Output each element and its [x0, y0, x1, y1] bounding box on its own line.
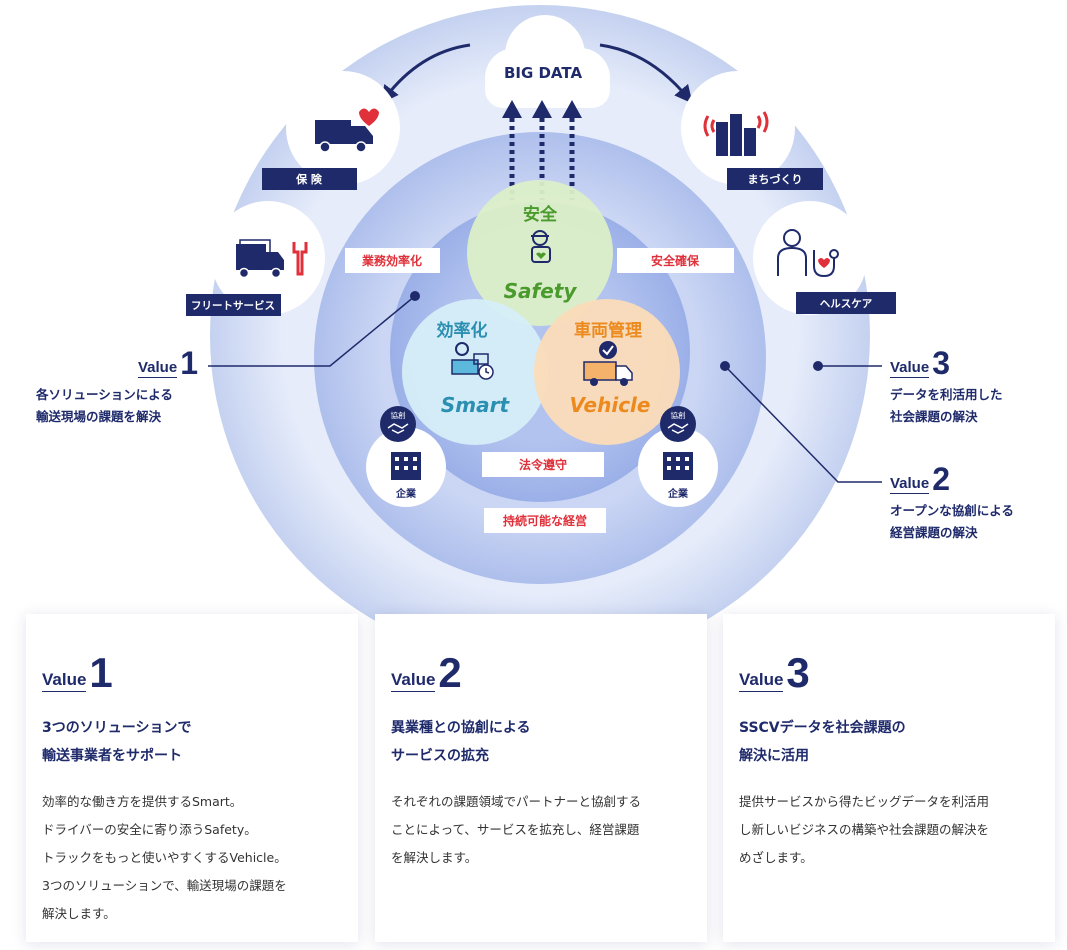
insurance-label-box: [262, 168, 357, 190]
value-number: 2: [438, 649, 462, 696]
handshake-icon: [387, 423, 409, 434]
healthcare-label-box: [796, 292, 896, 314]
safety-jp-label: 安全: [523, 204, 558, 225]
desc-line: データを利活用した: [890, 387, 1003, 402]
value-word: Value: [890, 475, 930, 494]
value-word: Value: [890, 359, 930, 378]
value-number: 3: [786, 649, 810, 696]
doctor-stethoscope-icon: [777, 229, 839, 278]
insurance-label: 保 険: [295, 172, 323, 186]
card-body: それぞれの課題領域でパートナーと協創する ことによって、サービスを拡充し、経営課…: [391, 794, 642, 865]
value-card-3: Value3 SSCVデータを社会課題の 解決に活用 提供サービスから得たビッグ…: [723, 614, 1055, 942]
tag-outer-bottom-box: [484, 508, 606, 533]
fleet-label-box: [186, 294, 281, 316]
truck-wrench-icon: [236, 239, 308, 279]
truck-heart-icon: [315, 108, 379, 153]
tag-bottom-box: [482, 452, 604, 477]
company-left-badge: 協創: [391, 410, 406, 420]
side-value-1-heading: Value1: [36, 345, 198, 381]
value-number: 1: [89, 649, 113, 696]
side-value-2-desc: オープンな協創による 経営課題の解決: [890, 500, 1014, 544]
worker-icon: [451, 342, 494, 380]
smart-jp-label: 効率化: [437, 320, 488, 341]
side-value-1-desc: 各ソリューションによる 輸送現場の課題を解決: [36, 384, 198, 428]
vehicle-jp-label: 車両管理: [574, 320, 642, 341]
smart-en-label: Smart: [441, 393, 511, 417]
card-body: 提供サービスから得たビッグデータを利活用 し新しいビジネスの構築や社会課題の解決…: [739, 794, 990, 865]
desc-line: 各ソリューションによる: [36, 387, 173, 402]
card-title: 3つのソリューションで 輸送事業者をサポート: [42, 720, 192, 764]
healthcare-circle: [753, 201, 867, 315]
card-title: SSCVデータを社会課題の 解決に活用: [739, 720, 906, 764]
company-left-badge-circle: [380, 406, 416, 442]
leader-line-value2: [720, 361, 882, 483]
card-heading: Value1: [42, 649, 342, 696]
tag-top-right-box: [617, 248, 734, 273]
value-word: Value: [42, 670, 87, 692]
side-value-1: Value1 各ソリューションによる 輸送現場の課題を解決: [36, 345, 198, 428]
side-value-2-heading: Value2: [890, 461, 1014, 497]
value-number: 2: [932, 461, 950, 497]
value-number: 1: [180, 345, 198, 381]
leader-line-value3: [813, 361, 882, 371]
healthcare-label: ヘルスケア: [820, 298, 873, 310]
data-upload-arrows: [502, 100, 582, 200]
side-value-3: Value3 データを利活用した 社会課題の解決: [890, 345, 1003, 428]
city-label: まちづくり: [748, 172, 803, 186]
tag-bottom: 法令遵守: [519, 457, 567, 472]
company-right-badge-circle: [660, 406, 696, 442]
safety-en-label: Safety: [504, 279, 578, 303]
smart-city-icon: [703, 111, 769, 156]
fleet-label: フリートサービス: [191, 299, 275, 312]
company-left-label: 企業: [395, 487, 417, 500]
building-icon: [663, 452, 693, 480]
value-card-1: Value1 3つのソリューションで 輸送事業者をサポート 効率的な働き方を提供…: [26, 614, 358, 942]
side-value-3-heading: Value3: [890, 345, 1003, 381]
desc-line: 経営課題の解決: [890, 525, 978, 540]
card-heading: Value3: [739, 649, 1039, 696]
value-card-2: Value2 異業種との協創による サービスの拡充 それぞれの課題領域でパートナ…: [375, 614, 707, 942]
arrow-right: [599, 43, 693, 104]
value-word: Value: [739, 670, 784, 692]
company-right-label: 企業: [667, 487, 689, 500]
side-value-3-desc: データを利活用した 社会課題の解決: [890, 384, 1003, 428]
building-icon: [391, 452, 421, 480]
value-number: 3: [932, 345, 950, 381]
desc-line: 社会課題の解決: [890, 409, 978, 424]
checked-truck-icon: [583, 341, 633, 386]
card-body: 効率的な働き方を提供するSmart。 ドライバーの安全に寄り添うSafety。 …: [42, 794, 287, 921]
value-word: Value: [138, 359, 178, 378]
city-label-box: [727, 168, 823, 190]
company-right-badge: 協創: [671, 410, 686, 420]
handshake-icon: [667, 423, 689, 434]
value-word: Value: [391, 670, 436, 692]
side-value-2: Value2 オープンな協創による 経営課題の解決: [890, 461, 1014, 544]
tag-outer-bottom: 持続可能な経営: [503, 513, 587, 528]
vehicle-en-label: Vehicle: [570, 393, 651, 417]
tag-top-left: 業務効率化: [361, 253, 422, 268]
tag-top-right: 安全確保: [651, 253, 700, 268]
big-data-label: BIG DATA: [504, 64, 583, 82]
desc-line: オープンな協創による: [890, 503, 1014, 518]
tag-top-left-box: [345, 248, 440, 273]
driver-icon: [531, 230, 551, 263]
card-heading: Value2: [391, 649, 691, 696]
card-title: 異業種との協創による サービスの拡充: [391, 720, 531, 764]
arrow-left: [380, 43, 471, 104]
desc-line: 輸送現場の課題を解決: [36, 409, 162, 424]
leader-line-value1: [208, 291, 420, 367]
cloud-icon: [485, 15, 610, 108]
